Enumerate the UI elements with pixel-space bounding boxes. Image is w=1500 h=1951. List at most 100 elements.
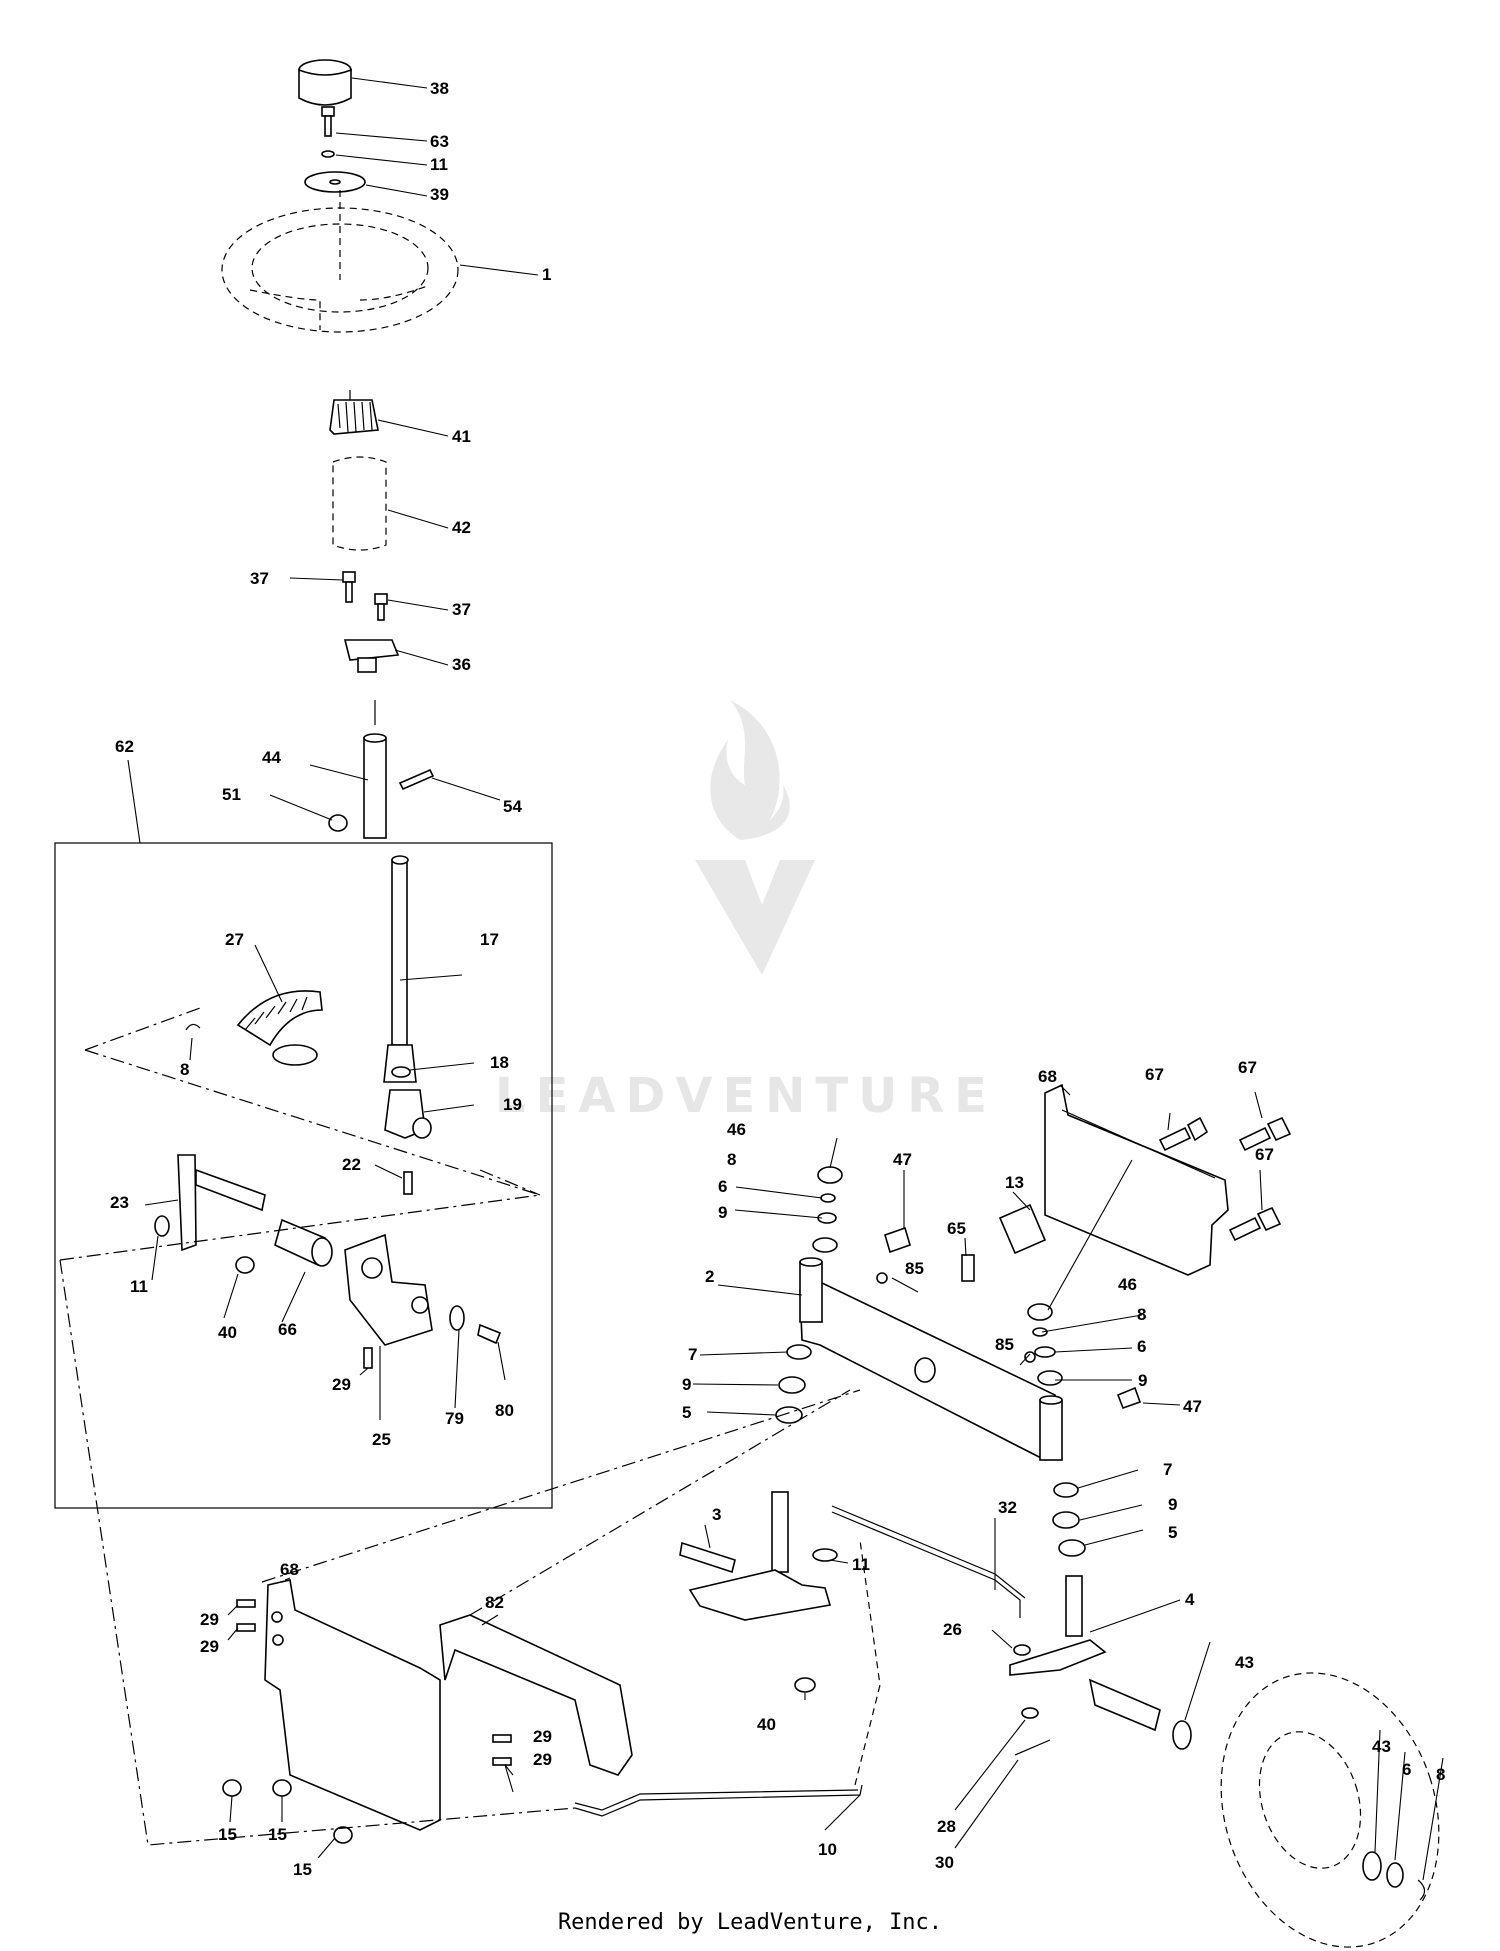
callout-36: 36 bbox=[452, 655, 471, 674]
roll-pin-54 bbox=[398, 768, 435, 791]
callout-9: 9 bbox=[718, 1203, 727, 1222]
callout-4: 4 bbox=[1185, 1590, 1195, 1609]
callout-80: 80 bbox=[495, 1401, 514, 1420]
bolt-22 bbox=[403, 1171, 413, 1195]
cap-46b bbox=[1027, 1303, 1053, 1321]
pivot-spacer-13 bbox=[998, 1203, 1047, 1255]
bolt-29d bbox=[492, 1734, 512, 1743]
washer-11c bbox=[812, 1548, 838, 1562]
callout-47: 47 bbox=[1183, 1397, 1202, 1416]
steering-shaft bbox=[363, 737, 387, 839]
washer-9d bbox=[1052, 1511, 1080, 1529]
callout-9: 9 bbox=[682, 1375, 691, 1394]
callout-43: 43 bbox=[1372, 1737, 1391, 1756]
bushing-5b bbox=[1058, 1539, 1086, 1557]
callout-37: 37 bbox=[452, 600, 471, 619]
callout-44: 44 bbox=[262, 748, 281, 767]
callout-25: 25 bbox=[372, 1430, 391, 1449]
callout-11: 11 bbox=[852, 1555, 870, 1574]
steering-column-assembly bbox=[221, 59, 459, 839]
callout-6: 6 bbox=[1137, 1337, 1146, 1356]
drag-link bbox=[831, 1511, 1021, 1618]
washer-28 bbox=[1021, 1707, 1039, 1719]
callout-46: 46 bbox=[1118, 1275, 1137, 1294]
callout-27: 27 bbox=[225, 930, 244, 949]
callout-5: 5 bbox=[682, 1403, 691, 1422]
callout-54: 54 bbox=[503, 797, 522, 816]
cap-46a bbox=[817, 1166, 843, 1184]
callout-17: 17 bbox=[480, 930, 499, 949]
callout-8: 8 bbox=[1137, 1305, 1146, 1324]
washer-43a bbox=[1172, 1720, 1192, 1750]
sector-gear bbox=[236, 990, 323, 1047]
lock-washer-11 bbox=[321, 150, 335, 158]
bolt-29b bbox=[236, 1599, 256, 1608]
washer-7b bbox=[1053, 1482, 1079, 1498]
callout-15: 15 bbox=[293, 1860, 312, 1879]
washer-7a bbox=[786, 1344, 812, 1360]
fitting-85b bbox=[1024, 1351, 1036, 1363]
frame-bracket-82 bbox=[439, 1614, 633, 1776]
callout-85: 85 bbox=[905, 1259, 924, 1278]
fitting-85a bbox=[876, 1272, 888, 1284]
callout-6: 6 bbox=[718, 1177, 727, 1196]
axle-mount-bracket-top bbox=[1044, 1083, 1229, 1276]
bolt-67a bbox=[1158, 1126, 1192, 1152]
callout-67: 67 bbox=[1145, 1065, 1164, 1084]
callout-38: 38 bbox=[430, 79, 449, 98]
washer-18 bbox=[391, 1066, 411, 1078]
callout-22: 22 bbox=[342, 1155, 361, 1174]
callout-26: 26 bbox=[943, 1620, 962, 1639]
kit-62-frame bbox=[54, 842, 553, 1509]
callout-46: 46 bbox=[727, 1120, 746, 1139]
washer-43b bbox=[1362, 1851, 1382, 1881]
grease-fitting-47b bbox=[1116, 1386, 1142, 1410]
callout-79: 79 bbox=[445, 1409, 464, 1428]
clip-8d bbox=[1417, 1879, 1426, 1901]
callout-39: 39 bbox=[430, 185, 449, 204]
callout-10: 10 bbox=[818, 1840, 837, 1859]
callout-41: 41 bbox=[452, 427, 471, 446]
callout-32: 32 bbox=[998, 1498, 1017, 1517]
left-spindle bbox=[771, 1491, 789, 1573]
callout-40: 40 bbox=[218, 1323, 237, 1342]
callout-82: 82 bbox=[485, 1593, 504, 1612]
callout-67: 67 bbox=[1255, 1145, 1274, 1164]
washer-9b bbox=[778, 1376, 806, 1394]
axle-bracket bbox=[177, 1154, 197, 1252]
callout-1: 1 bbox=[542, 265, 551, 284]
front-wheel bbox=[1220, 1672, 1440, 1948]
watermark-text: LEADVENTURE bbox=[495, 1068, 997, 1124]
column-flange bbox=[343, 639, 400, 661]
callout-28: 28 bbox=[937, 1817, 956, 1836]
washer-6c bbox=[1386, 1862, 1404, 1888]
leadventure-watermark: LEADVENTURE bbox=[495, 700, 997, 1124]
frame-bracket-assembly bbox=[59, 1259, 861, 1846]
washer-11b bbox=[154, 1215, 170, 1237]
callout-9: 9 bbox=[1138, 1371, 1147, 1390]
bolt-37-right bbox=[374, 593, 388, 605]
nut-40b bbox=[794, 1677, 816, 1693]
callout-7: 7 bbox=[688, 1345, 697, 1364]
bolt-29e bbox=[492, 1757, 512, 1766]
front-axle-assembly bbox=[574, 1083, 1440, 1948]
tie-rod-end-30 bbox=[1014, 1739, 1051, 1756]
gear-bracket bbox=[344, 1233, 433, 1346]
callout-62: 62 bbox=[115, 737, 134, 756]
callout-42: 42 bbox=[452, 518, 471, 537]
callout-40: 40 bbox=[757, 1715, 776, 1734]
callout-7: 7 bbox=[1163, 1460, 1172, 1479]
column-bushing bbox=[332, 456, 387, 551]
clip-8 bbox=[185, 1023, 201, 1031]
bolt-67c bbox=[1228, 1216, 1262, 1242]
right-spindle bbox=[1065, 1575, 1083, 1637]
callout-11: 11 bbox=[430, 155, 448, 174]
callout-2: 2 bbox=[705, 1267, 714, 1286]
callout-29: 29 bbox=[533, 1727, 552, 1746]
callout-29: 29 bbox=[200, 1610, 219, 1629]
callout-66: 66 bbox=[278, 1320, 297, 1339]
callout-85: 85 bbox=[995, 1335, 1014, 1354]
callout-51: 51 bbox=[222, 785, 241, 804]
callout-15: 15 bbox=[218, 1825, 237, 1844]
